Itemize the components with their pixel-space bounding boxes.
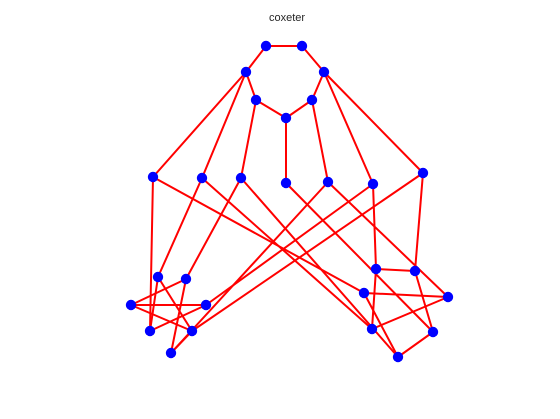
- graph-node: [260, 40, 272, 52]
- graph-node: [200, 299, 212, 311]
- graph-edge: [130, 278, 187, 306]
- graph-edge: [397, 331, 434, 358]
- graph-node: [358, 287, 370, 299]
- graph-node: [427, 326, 439, 338]
- graph-node: [186, 325, 198, 337]
- graph-edge: [285, 182, 434, 333]
- graph-node: [370, 263, 382, 275]
- graph-edge: [149, 304, 207, 332]
- graph-edge: [414, 270, 434, 333]
- graph-title: coxeter: [269, 12, 305, 24]
- graph-edge: [375, 268, 416, 272]
- graph-edge: [255, 99, 287, 119]
- graph-edge: [191, 172, 424, 332]
- graph-edge: [301, 45, 325, 73]
- graph-node: [250, 94, 262, 106]
- graph-node: [367, 178, 379, 190]
- graph-node: [280, 112, 292, 124]
- graph-node: [152, 271, 164, 283]
- graph-node: [322, 176, 334, 188]
- graph-node: [196, 172, 208, 184]
- graph-edge: [152, 71, 247, 178]
- edges: [130, 45, 449, 358]
- graph-node: [147, 171, 159, 183]
- graph-edge: [240, 99, 257, 179]
- graph-node: [409, 265, 421, 277]
- graph-node: [318, 66, 330, 78]
- graph-edge: [170, 181, 329, 354]
- nodes: [125, 40, 454, 363]
- graph-node: [125, 299, 137, 311]
- graph-node: [165, 347, 177, 359]
- graph-node: [306, 94, 318, 106]
- graph-edge: [185, 177, 242, 280]
- graph-edge: [414, 172, 424, 272]
- graph-edge: [157, 177, 203, 278]
- graph-edge: [170, 278, 187, 354]
- graph-node: [240, 66, 252, 78]
- graph-edge: [130, 304, 193, 332]
- graph-edge: [363, 292, 449, 298]
- graph-edge: [201, 177, 373, 330]
- graph-node: [296, 40, 308, 52]
- graph-node: [235, 172, 247, 184]
- graph-node: [417, 167, 429, 179]
- graph-edge: [323, 71, 374, 185]
- graph-node: [280, 177, 292, 189]
- graph-node: [144, 325, 156, 337]
- graph-node: [180, 273, 192, 285]
- graph-edge: [372, 183, 377, 270]
- graph-node: [442, 291, 454, 303]
- graph-edge: [371, 268, 377, 330]
- graph-node: [366, 323, 378, 335]
- graph-node: [392, 351, 404, 363]
- graph-edge: [201, 71, 247, 179]
- graph-edge: [327, 181, 449, 298]
- graph-edge: [323, 71, 424, 174]
- graph-edge: [285, 99, 313, 119]
- graph-edge: [205, 183, 374, 306]
- graph-edge: [245, 45, 267, 73]
- graph-edge: [371, 296, 449, 330]
- graph-edge: [311, 99, 329, 183]
- graph-edge: [152, 176, 365, 294]
